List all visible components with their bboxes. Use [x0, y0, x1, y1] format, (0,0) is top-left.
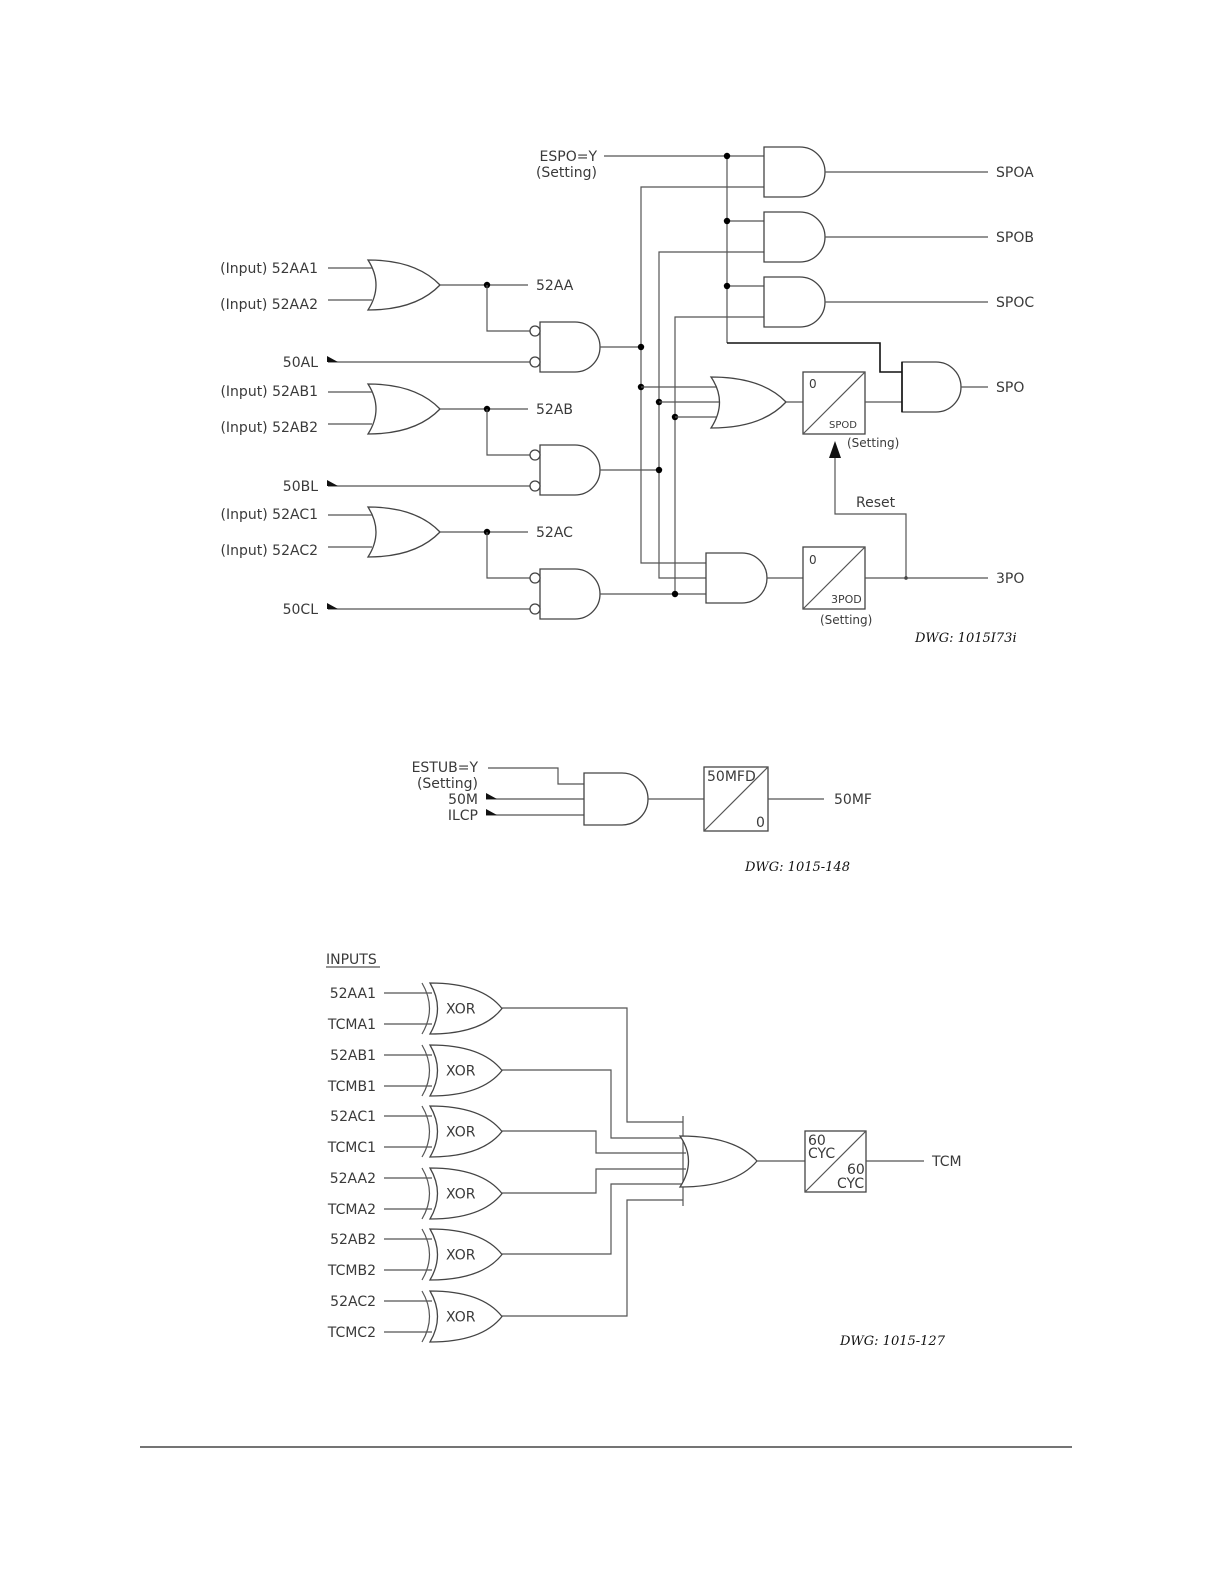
3pod-pickup: 0 — [809, 553, 817, 567]
input-52ac1: (Input) 52AC1 — [221, 507, 318, 523]
spod-name: SPOD — [829, 420, 857, 431]
50mfd-timer — [703, 766, 769, 832]
xor-gate — [428, 1228, 503, 1281]
and-gate-spoa — [763, 146, 826, 198]
output-spoa: SPOA — [996, 165, 1034, 181]
reset-label: Reset — [856, 495, 896, 511]
single-pole-open-logic-diagram: ESPO=Y (Setting) (Input) 52AA1 (Input) 5… — [220, 146, 1034, 646]
output-spoc: SPOC — [996, 295, 1034, 311]
input-50bl: 50BL — [283, 479, 318, 495]
drawing-number-1: DWG: 1015I73i — [914, 631, 1017, 646]
3pod-name: 3POD — [831, 593, 862, 606]
input-52ac2: (Input) 52AC2 — [221, 543, 318, 559]
xor-label: XOR — [446, 1187, 476, 1203]
spod-pickup: 0 — [809, 377, 817, 391]
xor-input-breaker: 52AA2 — [330, 1171, 376, 1187]
spod-setting: (Setting) — [847, 436, 899, 450]
or-gate-52aa — [366, 259, 441, 311]
input-50cl: 50CL — [283, 602, 319, 618]
xor-input-tcm: TCMB2 — [327, 1263, 376, 1279]
input-52aa1: (Input) 52AA1 — [220, 261, 318, 277]
3pod-setting: (Setting) — [820, 613, 872, 627]
xor-input-breaker: 52AC2 — [330, 1294, 376, 1310]
and-gate-50mf — [583, 772, 649, 826]
spod-timer — [802, 371, 866, 435]
or-gate-single-pole — [709, 376, 787, 429]
estub-setting-caption: (Setting) — [417, 776, 478, 792]
and-gate-spo — [901, 361, 962, 413]
signal-52aa: 52AA — [536, 278, 574, 294]
output-spob: SPOB — [996, 230, 1034, 246]
and-gate-spoc — [763, 276, 826, 328]
50mfd-dropout: 0 — [756, 815, 765, 831]
tcm-dropout-unit: CYC — [837, 1176, 864, 1192]
and-gate-phase-b — [539, 444, 601, 496]
input-52ab2: (Input) 52AB2 — [220, 420, 318, 436]
and-gate-3po — [705, 552, 768, 604]
stub-bus-logic-diagram: ESTUB=Y (Setting) 50M ILCP 50MFD 0 50MF … — [412, 760, 872, 875]
input-52aa2: (Input) 52AA2 — [220, 297, 318, 313]
tcm-dropout-value: 60 — [847, 1162, 865, 1178]
xor-label: XOR — [446, 1248, 476, 1264]
xor-input-tcm: TCMA1 — [327, 1017, 376, 1033]
xor-input-tcm: TCMA2 — [327, 1202, 376, 1218]
xor-gate — [428, 1044, 503, 1097]
xor-gate — [428, 1105, 503, 1158]
tcm-pickup-value: 60 — [808, 1133, 826, 1149]
xor-input-breaker: 52AB1 — [330, 1048, 376, 1064]
xor-input-breaker: 52AA1 — [330, 986, 376, 1002]
input-ilcp: ILCP — [448, 808, 478, 824]
xor-input-breaker: 52AC1 — [330, 1109, 376, 1125]
xor-gate — [428, 982, 503, 1035]
espo-setting-label: ESPO=Y — [540, 149, 598, 165]
inputs-header: INPUTS — [326, 952, 377, 968]
output-tcm: TCM — [931, 1154, 962, 1170]
xor-gate — [428, 1290, 503, 1343]
estub-setting-label: ESTUB=Y — [412, 760, 479, 776]
input-50m: 50M — [448, 792, 478, 808]
input-52ab1: (Input) 52AB1 — [220, 384, 318, 400]
or-gate-52ac — [366, 506, 441, 558]
input-50al: 50AL — [283, 355, 318, 371]
xor-gate — [428, 1167, 503, 1220]
or-gate-tcm — [678, 1135, 758, 1188]
and-gate-phase-a — [539, 321, 601, 373]
xor-input-tcm: TCMC1 — [327, 1140, 376, 1156]
espo-setting-caption: (Setting) — [536, 165, 597, 181]
output-3po: 3PO — [996, 571, 1024, 587]
or-gate-52ab — [366, 383, 441, 435]
and-gate-phase-c — [539, 568, 601, 620]
signal-52ab: 52AB — [536, 402, 573, 418]
tcm-pickup-unit: CYC — [808, 1146, 835, 1162]
xor-label: XOR — [446, 1125, 476, 1141]
xor-input-breaker: 52AB2 — [330, 1232, 376, 1248]
xor-label: XOR — [446, 1310, 476, 1326]
output-50mf: 50MF — [834, 792, 872, 808]
xor-label: XOR — [446, 1002, 476, 1018]
trip-circuit-monitor-diagram: INPUTS 52AA1TCMA1XOR52AB1TCMB1XOR52AC1TC… — [326, 952, 962, 1349]
and-gate-spob — [763, 211, 826, 263]
drawing-number-2: DWG: 1015-148 — [744, 860, 850, 875]
xor-input-tcm: TCMC2 — [327, 1325, 376, 1341]
xor-label: XOR — [446, 1064, 476, 1080]
tcm-timer — [804, 1130, 867, 1193]
drawing-number-3: DWG: 1015-127 — [839, 1334, 946, 1349]
output-spo: SPO — [996, 380, 1024, 396]
50mfd-pickup: 50MFD — [707, 769, 756, 785]
xor-input-tcm: TCMB1 — [327, 1079, 376, 1095]
signal-52ac: 52AC — [536, 525, 573, 541]
xor-gates: 52AA1TCMA1XOR52AB1TCMB1XOR52AC1TCMC1XOR5… — [327, 982, 503, 1343]
